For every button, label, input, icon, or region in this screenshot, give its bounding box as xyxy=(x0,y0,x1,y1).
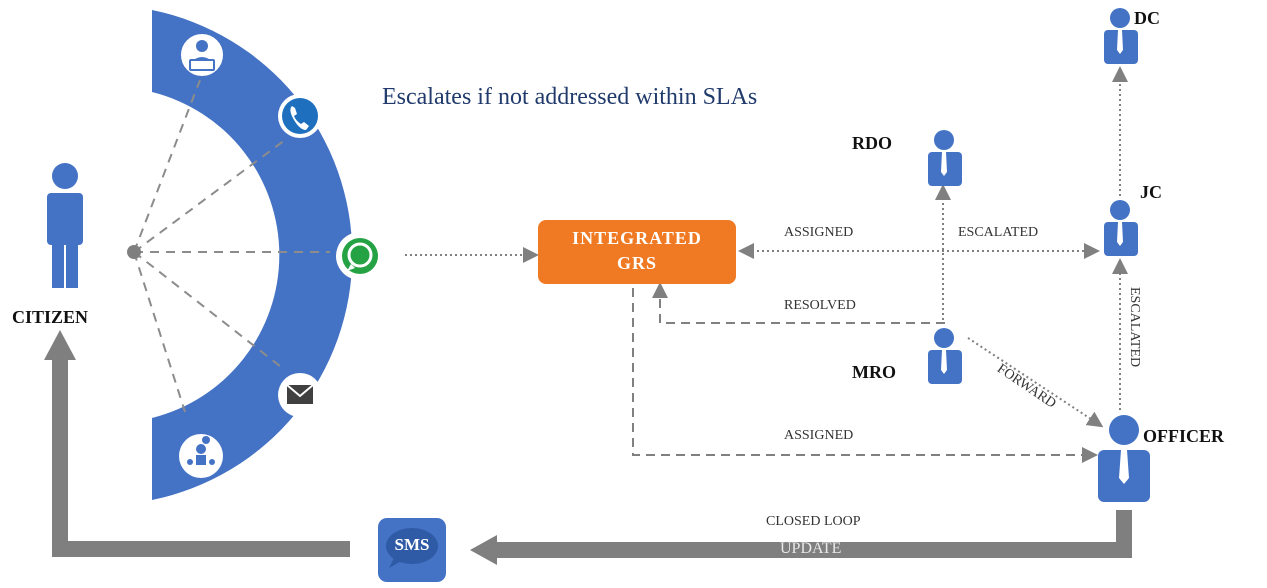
integrated-grs-node: INTEGRATED GRS xyxy=(538,220,736,284)
sms-to-citizen-arrow xyxy=(52,355,350,557)
channel-rays xyxy=(133,79,330,413)
rdo-label: RDO xyxy=(852,133,892,153)
closed-loop-arrow xyxy=(490,510,1132,558)
forward-arrow xyxy=(967,337,1104,428)
edge-label-escalated-vertical: ESCALATED xyxy=(1127,287,1142,368)
whatsapp-icon xyxy=(336,232,384,280)
edge-label-closed-loop: CLOSED LOOP xyxy=(766,514,861,529)
mro-label: MRO xyxy=(852,362,896,382)
mro-icon xyxy=(928,328,962,384)
edge-label-update: UPDATE xyxy=(780,540,842,557)
sms-label: SMS xyxy=(394,535,430,554)
dc-icon xyxy=(1104,8,1138,64)
edge-label-resolved: RESOLVED xyxy=(784,298,856,313)
sms-icon xyxy=(378,518,446,582)
citizen-arrowhead xyxy=(44,330,76,360)
edge-label-escalated-top: ESCALATED xyxy=(958,225,1039,240)
citizen-label: CITIZEN xyxy=(12,307,89,327)
phone-icon xyxy=(278,94,322,138)
channel-arc xyxy=(152,10,353,500)
assigned-bottom-arrow xyxy=(632,288,1098,463)
grs-line-2: GRS xyxy=(616,253,657,273)
rdo-icon xyxy=(928,130,962,186)
community-icon xyxy=(179,434,223,478)
dc-label: DC xyxy=(1134,8,1160,28)
grs-line-1: INTEGRATED xyxy=(572,228,702,248)
closed-loop-arrowhead xyxy=(470,535,497,565)
mail-icon xyxy=(278,373,322,417)
citizen-icon xyxy=(47,163,83,288)
resolved-arrow xyxy=(652,282,945,324)
edge-label-assigned-bottom: ASSIGNED xyxy=(784,428,854,443)
officer-icon xyxy=(1098,415,1150,502)
laptop-user-icon xyxy=(179,32,225,78)
edge-label-assigned-top: ASSIGNED xyxy=(784,225,854,240)
officer-label: OFFICER xyxy=(1143,426,1224,446)
jc-icon xyxy=(1104,200,1138,256)
diagram-title: Escalates if not addressed within SLAs xyxy=(382,84,758,110)
rays-hub xyxy=(127,245,141,259)
jc-label: JC xyxy=(1140,182,1162,202)
